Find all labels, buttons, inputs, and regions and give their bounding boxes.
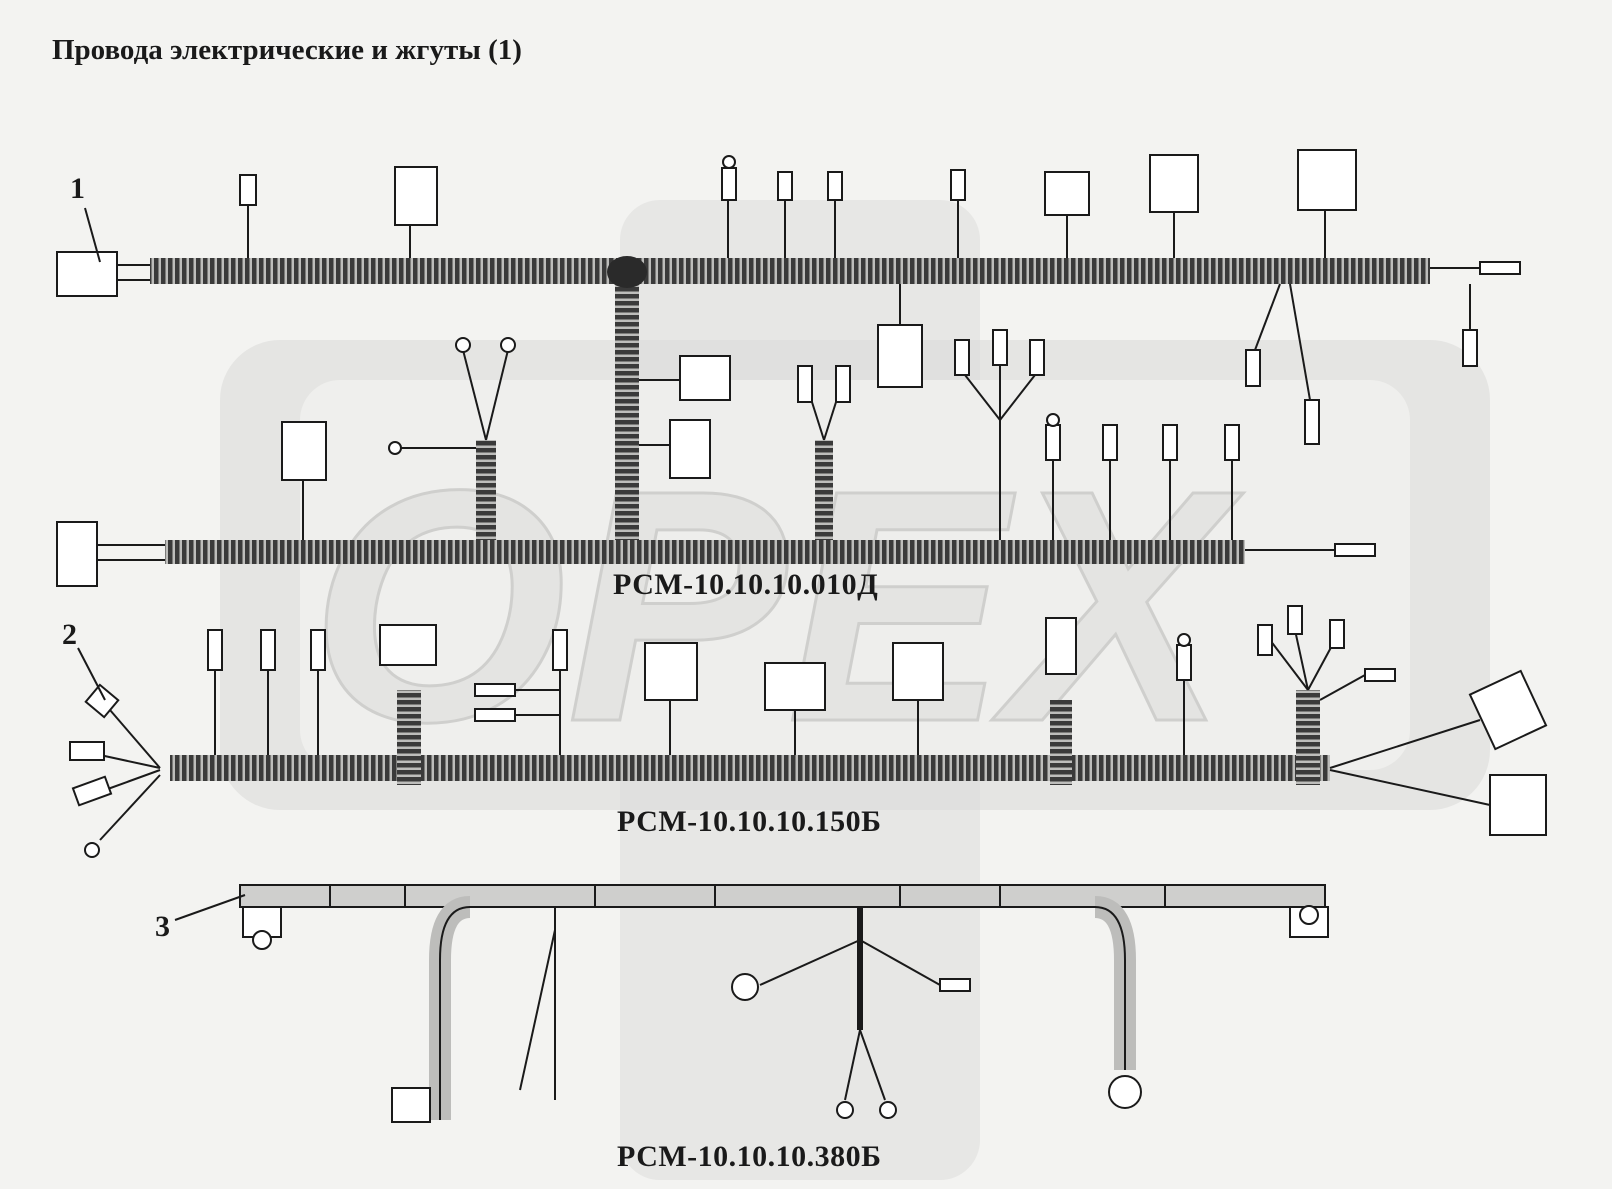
watermark-glyphs: OPEX [310,421,1244,790]
part-code-2: РСМ-10.10.10.150Б [617,805,882,838]
callout-leaders [77,207,246,921]
leader-1 [84,207,101,263]
harness-2 [69,605,1548,858]
harness-3 [239,884,1329,1123]
callout-3: 3 [155,910,170,943]
watermark-text: OPEX [309,420,1246,792]
harness-1 [56,149,1521,587]
part-code-3: РСМ-10.10.10.380Б [617,1140,882,1173]
leader-3 [174,894,246,921]
callout-2: 2 [62,618,77,651]
leader-2 [77,647,106,701]
page-title: Провода электрические и жгуты (1) [52,34,522,66]
part-code-1: РСМ-10.10.10.010Д [613,568,879,601]
callout-1: 1 [70,172,85,205]
